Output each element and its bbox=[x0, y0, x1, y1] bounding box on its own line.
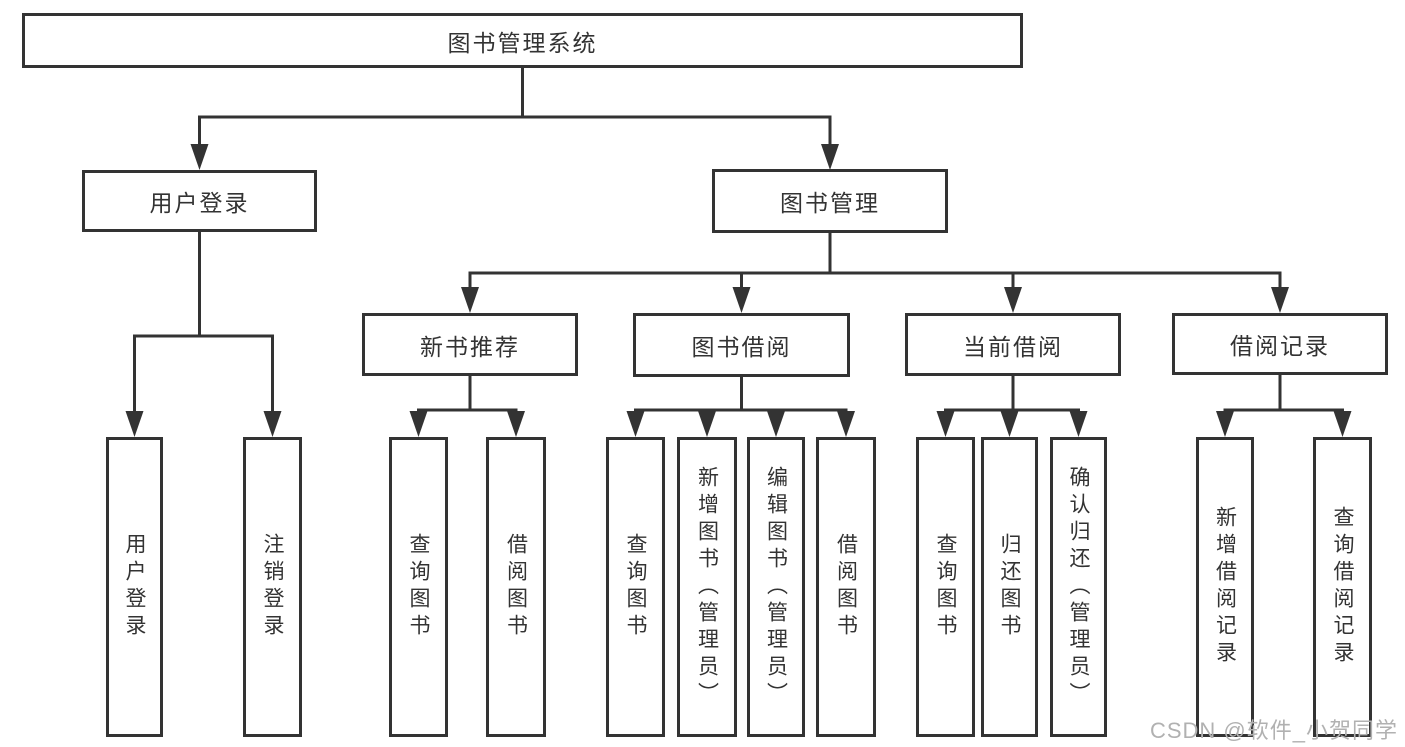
node-current-borrow-label: 当前借阅 bbox=[963, 333, 1063, 360]
arrowhead-bookmgmt bbox=[821, 144, 839, 170]
node-leaf-return-book-label: 归还图书 bbox=[998, 533, 1022, 641]
node-leaf-user-login: 用户登录 bbox=[106, 437, 163, 737]
node-leaf-add-record: 新增借阅记录 bbox=[1196, 437, 1254, 737]
node-leaf-add-book-label: 新增图书（管理员） bbox=[695, 465, 719, 709]
node-root-label: 图书管理系统 bbox=[447, 29, 598, 56]
arrowhead-leaf-queryrecord bbox=[1333, 411, 1352, 437]
arrowhead-leaf-editbook bbox=[767, 411, 785, 437]
node-leaf-query-book-c: 查询图书 bbox=[916, 437, 975, 737]
arrowhead-bookborrow bbox=[732, 287, 751, 313]
node-leaf-confirm-return: 确认归还（管理员） bbox=[1050, 437, 1107, 737]
arrowhead-leaf-returnbook bbox=[1000, 411, 1019, 437]
node-leaf-add-book: 新增图书（管理员） bbox=[677, 437, 737, 737]
node-leaf-borrow-book-a: 借阅图书 bbox=[486, 437, 546, 737]
arrowhead-currentborrow bbox=[1004, 287, 1022, 313]
node-borrow-record: 借阅记录 bbox=[1172, 313, 1388, 375]
node-new-book-rec: 新书推荐 bbox=[362, 313, 578, 376]
node-leaf-add-record-label: 新增借阅记录 bbox=[1213, 506, 1237, 668]
arrowhead-userlogin bbox=[190, 144, 209, 170]
arrowheads bbox=[125, 144, 1352, 437]
arrowhead-newbook bbox=[461, 287, 479, 313]
node-leaf-query-book-c-label: 查询图书 bbox=[934, 533, 958, 641]
arrowhead-borrowrecord bbox=[1271, 287, 1289, 313]
node-leaf-edit-book: 编辑图书（管理员） bbox=[747, 437, 805, 737]
node-leaf-borrow-book-a-label: 借阅图书 bbox=[504, 533, 528, 641]
node-borrow-record-label: 借阅记录 bbox=[1230, 333, 1330, 359]
node-user-login: 用户登录 bbox=[82, 170, 317, 232]
node-root: 图书管理系统 bbox=[22, 13, 1023, 68]
node-book-mgmt-label: 图书管理 bbox=[780, 190, 880, 216]
node-leaf-query-record-label: 查询借阅记录 bbox=[1331, 506, 1355, 668]
node-leaf-query-book-a-label: 查询图书 bbox=[407, 533, 431, 641]
arrowhead-leaf-addrecord bbox=[1216, 411, 1234, 437]
arrowhead-leaf-borrowbook-a bbox=[507, 411, 525, 437]
node-leaf-logout: 注销登录 bbox=[243, 437, 302, 737]
node-leaf-query-record: 查询借阅记录 bbox=[1313, 437, 1372, 737]
arrowhead-leaf-userlogin bbox=[125, 411, 144, 437]
arrowhead-leaf-querybook-a bbox=[409, 411, 428, 437]
arrowhead-leaf-confirmreturn bbox=[1069, 411, 1088, 437]
node-leaf-user-login-label: 用户登录 bbox=[123, 533, 147, 641]
node-leaf-logout-label: 注销登录 bbox=[261, 533, 285, 641]
watermark: CSDN @软件_小贺同学 bbox=[1149, 718, 1398, 743]
arrowhead-leaf-querybook-b bbox=[626, 411, 645, 437]
node-leaf-query-book-b-label: 查询图书 bbox=[624, 533, 648, 641]
node-leaf-confirm-return-label: 确认归还（管理员） bbox=[1067, 465, 1091, 709]
node-user-login-label: 用户登录 bbox=[149, 190, 250, 216]
arrowhead-leaf-querybook-c bbox=[936, 411, 955, 437]
node-book-borrow-label: 图书借阅 bbox=[691, 334, 792, 360]
node-current-borrow: 当前借阅 bbox=[905, 313, 1121, 376]
arrowhead-leaf-logout bbox=[263, 411, 282, 437]
node-leaf-query-book-a: 查询图书 bbox=[389, 437, 448, 737]
node-leaf-return-book: 归还图书 bbox=[981, 437, 1038, 737]
node-leaf-borrow-book-b-label: 借阅图书 bbox=[834, 533, 858, 641]
node-book-borrow: 图书借阅 bbox=[633, 313, 850, 377]
node-leaf-query-book-b: 查询图书 bbox=[606, 437, 665, 737]
arrowhead-leaf-borrowbook-b bbox=[837, 411, 855, 437]
node-book-mgmt: 图书管理 bbox=[712, 169, 948, 233]
node-leaf-edit-book-label: 编辑图书（管理员） bbox=[764, 465, 788, 709]
node-leaf-borrow-book-b: 借阅图书 bbox=[816, 437, 876, 737]
arrowhead-leaf-addbook bbox=[698, 411, 716, 437]
node-new-book-rec-label: 新书推荐 bbox=[420, 333, 520, 360]
